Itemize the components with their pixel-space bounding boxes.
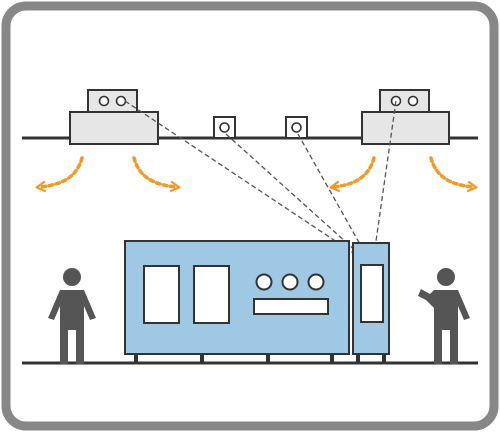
machine-window [143,265,180,324]
machine-button [307,273,325,291]
person-body [418,289,470,364]
machine-leg [266,354,270,363]
signal-line [372,100,397,263]
machine-leg [134,354,138,363]
sensor-lens [219,122,230,133]
ceiling-cassette-icon [87,89,138,113]
dotted-arrow-icon [329,156,376,193]
signal-line [124,100,368,263]
vent-circle [407,95,419,107]
dotted-arrow-icon [132,156,181,193]
control-panel [352,242,390,363]
cassette-body [69,111,159,145]
person-icon [63,268,81,286]
airflow-arrows [35,156,478,193]
ceiling-sensor-right [285,116,308,139]
ceiling-cassette-left [69,89,159,145]
ceiling-sensor-left [213,116,236,139]
dotted-arrow-icon [429,156,478,193]
vent-circle [98,95,110,107]
person-left [48,268,96,364]
machine-leg [330,354,334,363]
ceiling-cassette-icon [379,89,430,113]
ceiling-cassette-right [361,89,450,145]
dotted-arrow-icon [35,156,84,193]
machine-window [193,265,230,324]
machine-button [255,273,273,291]
panel-leg [356,354,360,363]
machine-button [281,273,299,291]
vent-circle [115,95,127,107]
panel-leg [382,354,386,363]
machine-display-slot [253,298,329,315]
signal-line [297,133,371,263]
person-right [418,268,470,364]
sensor-lens [291,122,302,133]
signal-lines [124,100,397,263]
panel-screen [360,264,384,323]
person-icon [437,268,455,286]
machine-leg [200,354,204,363]
cassette-body [361,111,450,145]
person-body [48,290,96,364]
machine [124,240,350,363]
